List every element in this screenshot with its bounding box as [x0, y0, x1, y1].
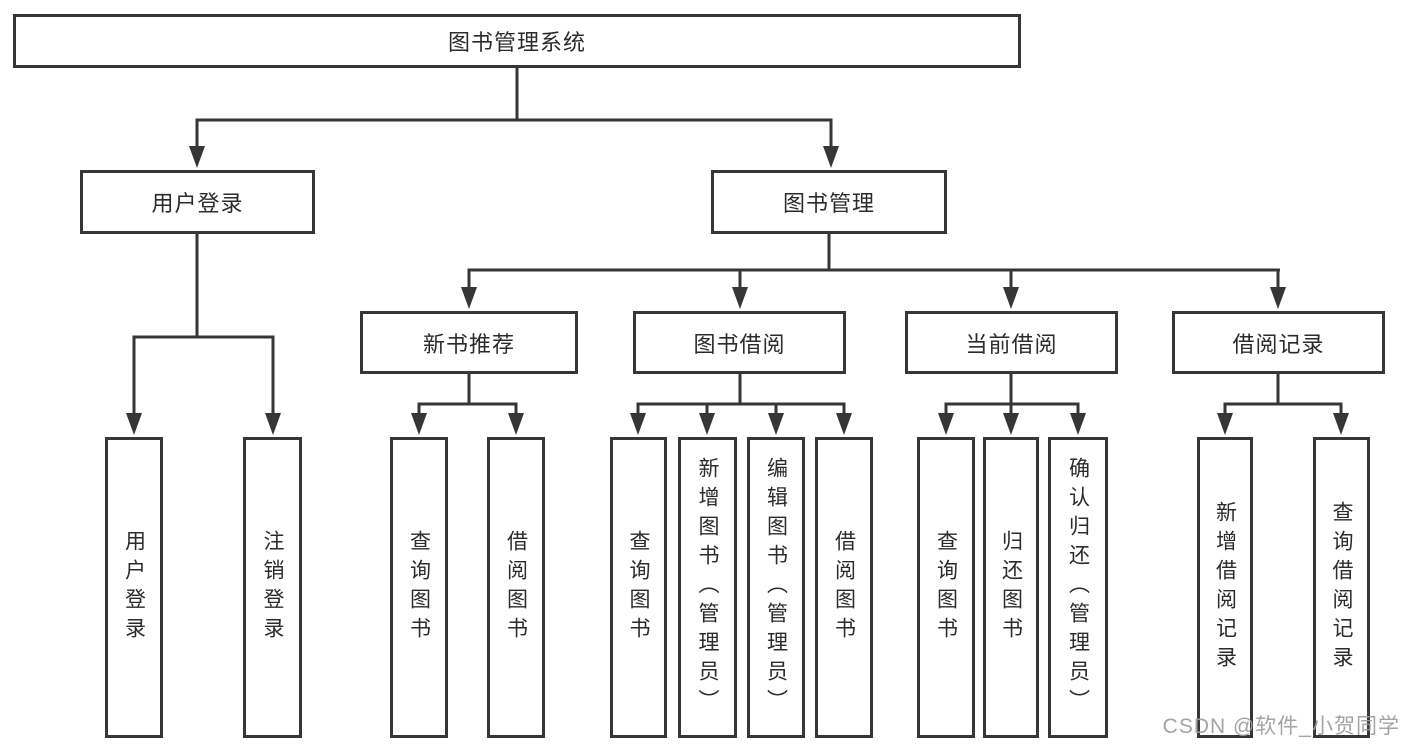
node-book-management: 图书管理: [711, 170, 947, 234]
leaf-current-return-books-label: 归还图书: [999, 529, 1023, 646]
leaf-records-query-record: 查询借阅记录: [1313, 437, 1370, 738]
node-current-borrowing-label: 当前借阅: [965, 331, 1058, 357]
leaf-recommend-query-books: 查询图书: [390, 437, 448, 738]
leaf-current-query-books-label: 查询图书: [934, 529, 958, 646]
node-borrow-records-label: 借阅记录: [1232, 331, 1325, 357]
node-book-management-label: 图书管理: [782, 191, 875, 216]
node-book-borrowing: 图书借阅: [633, 311, 846, 374]
leaf-user-login-label: 用户登录: [122, 529, 146, 646]
node-new-book-recommend-label: 新书推荐: [422, 331, 515, 357]
csdn-watermark: CSDN @软件_小贺同学: [1162, 715, 1400, 738]
leaf-recommend-borrow-books-label: 借阅图书: [504, 529, 528, 646]
leaf-current-confirm-return-admin: 确认归还（管理员）: [1048, 437, 1108, 738]
leaf-borrowing-add-books-admin: 新增图书（管理员）: [678, 437, 737, 738]
leaf-current-confirm-return-admin-label: 确认归还（管理员）: [1066, 457, 1090, 718]
leaf-borrowing-edit-books-admin: 编辑图书（管理员）: [747, 437, 805, 738]
leaf-logout-label: 注销登录: [261, 529, 284, 646]
node-borrow-records: 借阅记录: [1172, 311, 1385, 374]
leaf-user-login: 用户登录: [105, 437, 163, 738]
leaf-borrowing-borrow-books: 借阅图书: [815, 437, 873, 738]
leaf-records-add-record: 新增借阅记录: [1197, 437, 1253, 738]
node-book-borrowing-label: 图书借阅: [693, 331, 786, 357]
node-user-login-label: 用户登录: [151, 191, 244, 216]
node-root-label: 图书管理系统: [447, 30, 586, 55]
arrowheads: [126, 146, 1349, 435]
node-user-login: 用户登录: [80, 170, 315, 234]
leaf-borrowing-add-books-admin-label: 新增图书（管理员）: [696, 457, 719, 718]
node-new-book-recommend: 新书推荐: [360, 311, 578, 374]
leaf-current-query-books: 查询图书: [917, 437, 975, 738]
leaf-borrowing-query-books-label: 查询图书: [627, 529, 650, 646]
leaf-recommend-query-books-label: 查询图书: [407, 529, 431, 646]
node-current-borrowing: 当前借阅: [905, 311, 1118, 374]
leaf-borrowing-query-books: 查询图书: [610, 437, 667, 738]
leaf-records-query-record-label: 查询借阅记录: [1330, 500, 1353, 675]
leaf-logout: 注销登录: [243, 437, 302, 738]
leaf-current-return-books: 归还图书: [983, 437, 1039, 738]
leaf-recommend-borrow-books: 借阅图书: [487, 437, 545, 738]
leaf-records-add-record-label: 新增借阅记录: [1213, 500, 1237, 675]
node-root: 图书管理系统: [13, 14, 1021, 68]
leaf-borrowing-edit-books-admin-label: 编辑图书（管理员）: [764, 457, 788, 718]
leaf-borrowing-borrow-books-label: 借阅图书: [832, 529, 856, 646]
